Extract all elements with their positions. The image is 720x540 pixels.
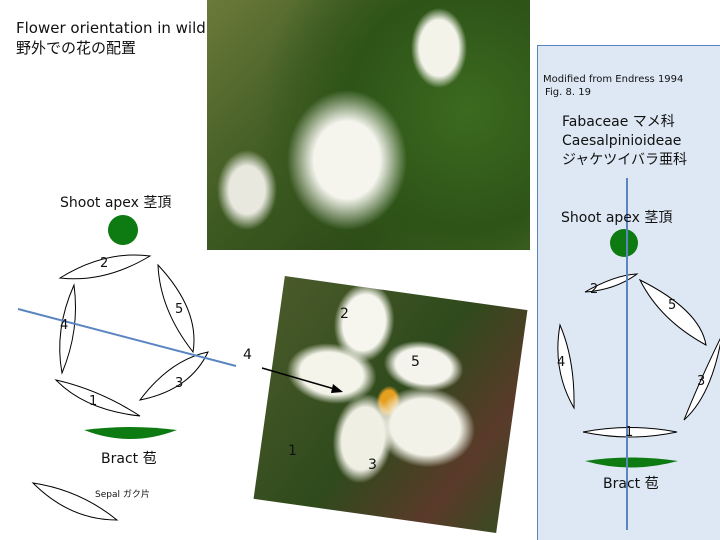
photo-label-1: 1 [288,443,297,459]
right-petal-2 [584,273,639,293]
title-jp: 野外での花の配置 [16,39,137,57]
right-petal-label-5: 5 [668,298,677,313]
source-line-2: Fig. 8. 19 [545,87,591,98]
shoot-apex-label: Shoot apex 茎頂 [60,195,172,211]
source-citation: Modified from Endress 1994 Fig. 8. 19 [543,73,683,99]
photo-label-4: 4 [243,347,252,363]
sepal-label: Sepal ガク片 [95,490,150,500]
right-petal-3 [683,337,720,421]
arrow-line [261,367,339,391]
photo-label-5: 5 [411,354,420,370]
right-petal-label-2: 2 [590,282,599,297]
petal-label-5: 5 [175,302,184,317]
right-petal-4 [557,323,575,410]
right-petal-label-3: 3 [697,374,706,389]
subfamily-jp-label: ジャケツイバラ亜科 [562,152,688,168]
petal-3 [138,351,209,401]
petal-5 [157,263,195,354]
petal-2 [58,254,152,280]
right-petal-1 [582,427,678,438]
taxon-block: Fabaceae マメ科 Caesalpinioideae ジャケツイバラ亜科 [562,113,687,170]
bract-label: Bract 苞 [101,451,157,467]
family-label: Fabaceae マメ科 [562,114,675,130]
petal-4 [59,283,76,375]
petal-label-1: 1 [89,394,98,409]
right-bract-label: Bract 苞 [603,476,659,492]
source-line-1: Modified from Endress 1994 [543,74,684,85]
orientation-axis-line [17,308,237,367]
petal-label-2: 2 [100,256,109,271]
petal-label-3: 3 [175,376,184,391]
photo-label-2: 2 [340,306,349,322]
bract-shape [84,427,177,439]
title-en: Flower orientation in wild [16,19,206,37]
right-bract-shape [585,457,678,468]
right-petal-5 [638,278,707,346]
right-petal-label-1: 1 [625,425,634,440]
petal-label-4: 4 [60,318,69,333]
slide-title: Flower orientation in wild 野外での花の配置 [16,18,206,58]
flower-photo-wild [207,0,530,250]
shoot-apex-circle [108,215,138,245]
subfamily-label: Caesalpinioideae [562,133,682,149]
right-shoot-apex-circle [610,229,638,257]
right-shoot-apex-label: Shoot apex 茎頂 [561,210,673,226]
endress-panel [537,45,720,540]
photo-label-3: 3 [368,457,377,473]
arrow-head-icon [331,384,343,393]
right-petal-label-4: 4 [557,355,566,370]
sepal-shape [31,482,119,521]
petal-1 [54,379,141,417]
